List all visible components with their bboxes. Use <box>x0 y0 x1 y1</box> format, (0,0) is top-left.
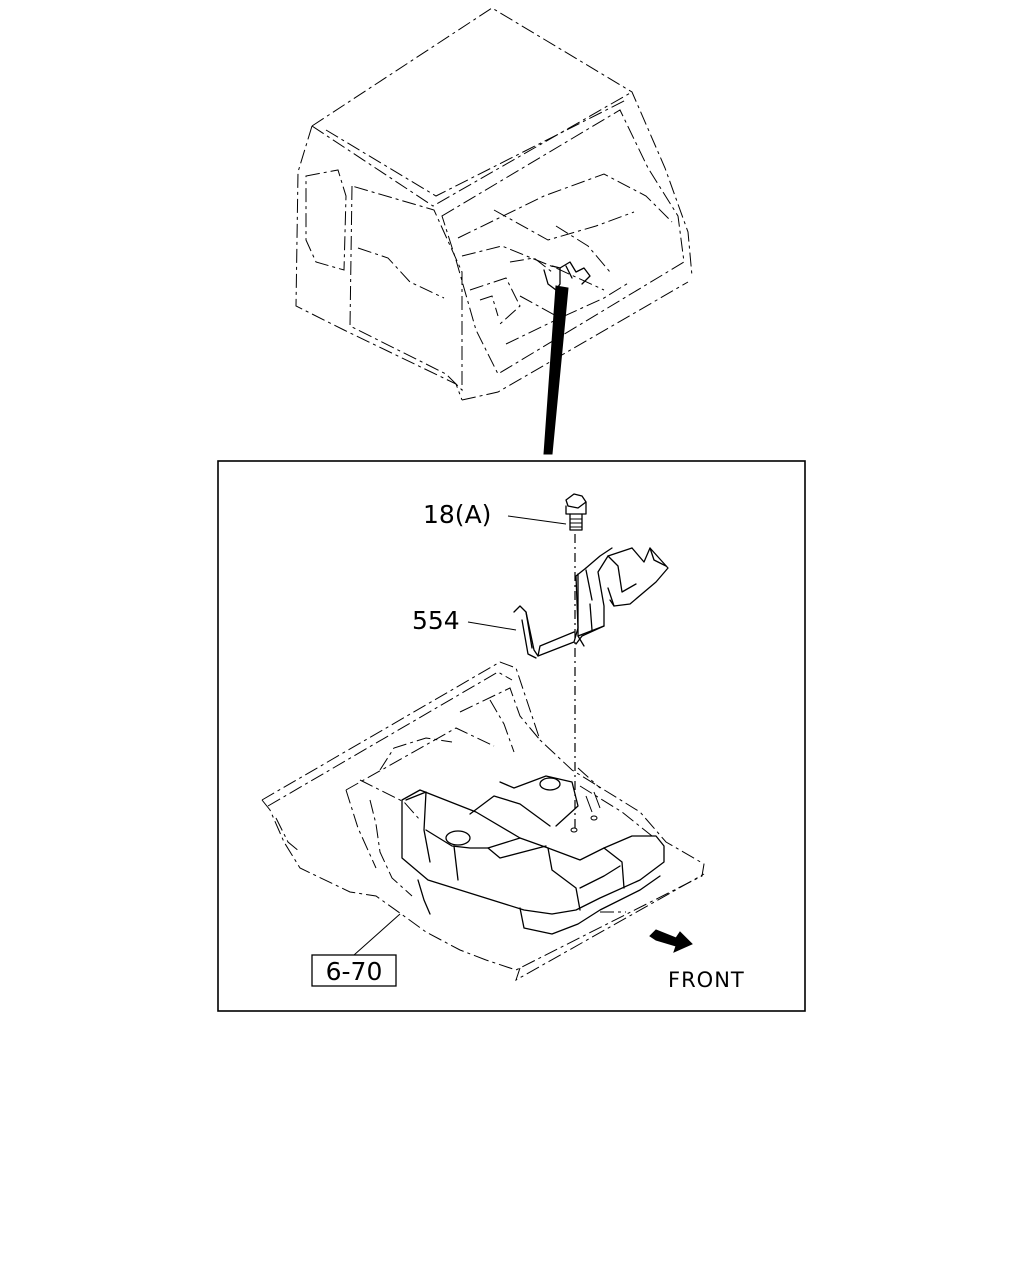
cab-overview <box>295 7 693 455</box>
floor-ref-leader <box>353 913 401 956</box>
front-arrow-icon <box>649 929 693 953</box>
callout-bracket-label: 554 <box>412 606 460 635</box>
detail-frame <box>217 460 806 1012</box>
bolt-part <box>565 493 587 531</box>
callout-bracket-leader <box>467 621 517 631</box>
front-label: FRONT <box>668 968 745 992</box>
bracket-part <box>513 547 669 659</box>
floor-ref-label: 6-70 <box>326 957 383 986</box>
callout-bolt-label: 18(A) <box>423 500 491 529</box>
detail-leader-wedge <box>543 285 569 455</box>
callout-bolt-leader <box>507 515 567 525</box>
cab-floor-panel <box>261 661 705 982</box>
